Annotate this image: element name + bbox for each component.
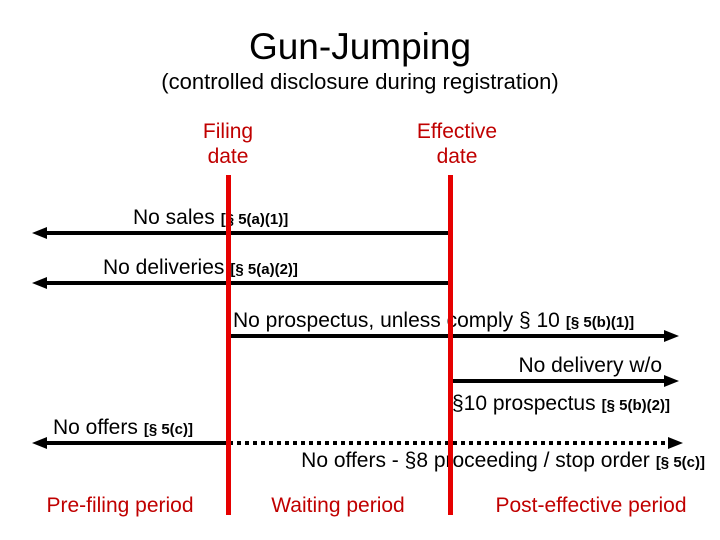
arrowhead-left-icon <box>32 437 47 449</box>
no-offers-arrow <box>32 437 229 449</box>
arrowhead-left-icon <box>32 277 47 289</box>
no-offers-post-label: No offers - §8 proceeding / stop order[§… <box>301 449 705 472</box>
no-prospectus-cite: [§ 5(b)(1)] <box>565 314 635 331</box>
arrowhead-right-icon <box>664 330 679 342</box>
no-sales-cite: [§ 5(a)(1)] <box>220 211 289 228</box>
no-sales-arrow <box>32 227 450 239</box>
no-deliveries-cite: [§ 5(a)(2)] <box>230 261 298 278</box>
no-deliveries-label: No deliveries[§ 5(a)(2)] <box>103 256 298 279</box>
pre-filing-period-label: Pre-filing period <box>46 494 194 517</box>
arrowhead-right-icon <box>664 375 679 387</box>
no-prospectus-label: No prospectus, unless comply § 10[§ 5(b)… <box>233 309 635 332</box>
no-delivery-wo-arrow <box>451 375 679 387</box>
page-subtitle: (controlled disclosure during registrati… <box>161 69 559 94</box>
no-offers-post-cite: [§ 5(c)] <box>655 454 705 471</box>
no-deliveries-arrow <box>32 277 450 289</box>
filing-date-label: Filing date <box>202 120 254 168</box>
no-offers-label: No offers[§ 5(c)] <box>53 416 194 439</box>
effective-date-line <box>448 175 453 515</box>
arrowhead-left-icon <box>32 227 47 239</box>
waiting-period-label: Waiting period <box>271 494 405 517</box>
post-effective-period-label: Post-effective period <box>495 494 687 517</box>
no-delivery-wo-label: No delivery w/o <box>518 354 662 377</box>
no-delivery-wo-cite: [§ 5(b)(2)] <box>601 397 670 414</box>
no-prospectus-arrow <box>229 330 679 342</box>
no-sales-label: No sales[§ 5(a)(1)] <box>133 206 289 229</box>
filing-date-line <box>226 175 231 515</box>
no-offers-cite: [§ 5(c)] <box>143 421 194 438</box>
page-title: Gun-Jumping <box>248 26 472 67</box>
arrowhead-right-icon <box>668 437 683 449</box>
no-delivery-wo-label2: §10 prospectus[§ 5(b)(2)] <box>452 392 670 415</box>
effective-date-label: Effective date <box>416 120 498 168</box>
